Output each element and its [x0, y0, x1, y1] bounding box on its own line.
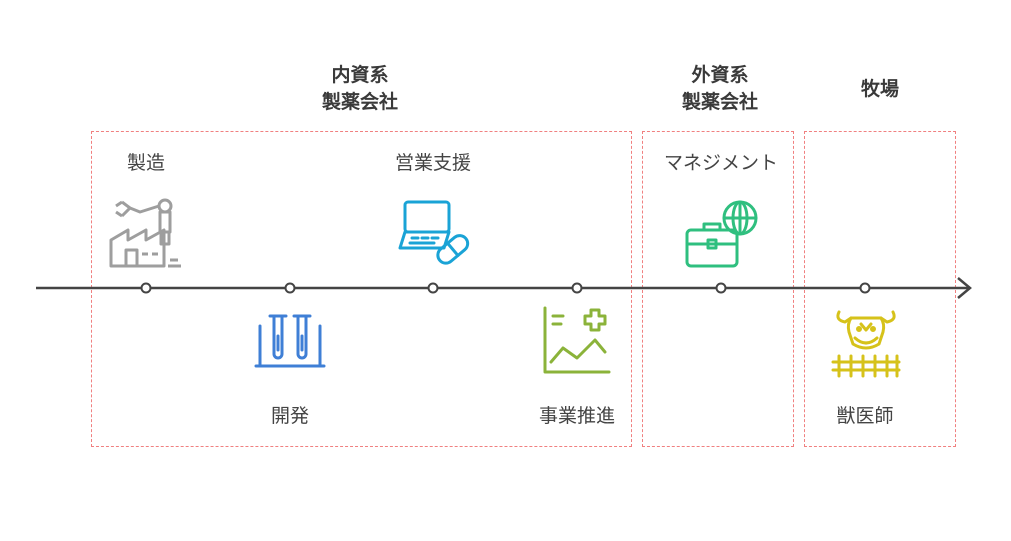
timeline-node: [140, 282, 152, 294]
chart-growth-plus-icon: [543, 306, 611, 374]
step-label-manufacturing: 製造: [126, 152, 165, 174]
step-label-management: マネジメント: [663, 152, 778, 174]
timeline-node: [715, 282, 727, 294]
factory-robot-arm-icon: [109, 198, 181, 268]
timeline-arrow-head: [957, 277, 972, 299]
cow-fence-icon: [831, 310, 901, 378]
timeline-node: [284, 282, 296, 294]
timeline-node: [427, 282, 439, 294]
group-title-domestic-pharma: 内資系 製薬会社: [321, 64, 398, 113]
step-label-business-promotion: 事業推進: [538, 405, 615, 427]
step-label-veterinarian: 獣医師: [836, 405, 894, 427]
step-label-development: 開発: [270, 405, 309, 427]
timeline-node: [571, 282, 583, 294]
timeline-node: [859, 282, 871, 294]
step-label-sales-support: 営業支援: [394, 152, 471, 174]
laptop-pill-icon: [398, 200, 470, 265]
briefcase-globe-icon: [685, 200, 758, 268]
test-tubes-icon: [254, 314, 326, 368]
group-title-foreign-pharma: 外資系 製薬会社: [681, 64, 758, 113]
group-title-ranch: 牧場: [860, 78, 899, 100]
